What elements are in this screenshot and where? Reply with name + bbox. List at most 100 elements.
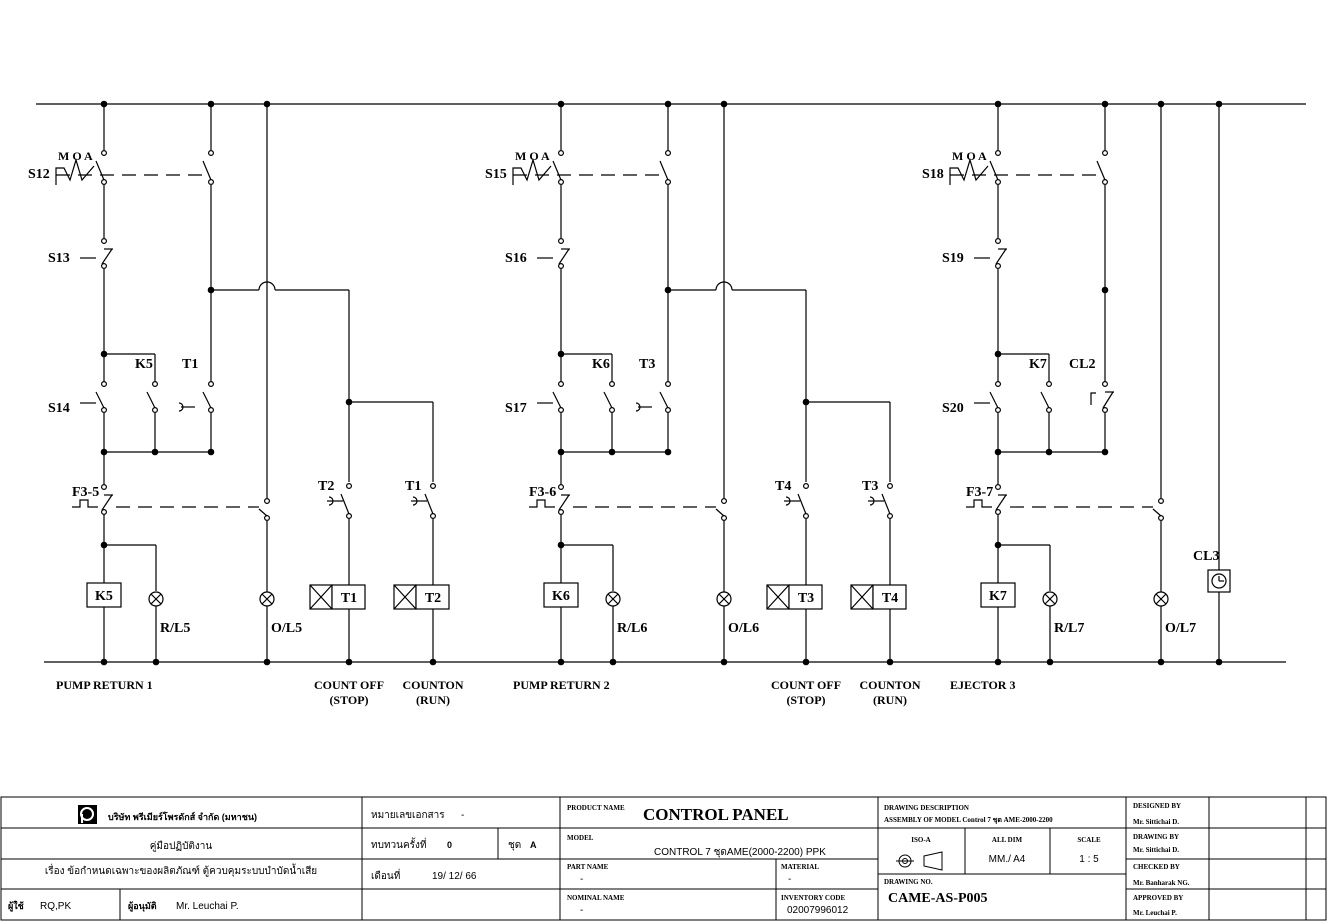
timer-a-contact-terminal-bottom bbox=[802, 512, 809, 519]
stop-contact-terminal-bottom bbox=[557, 263, 564, 270]
month-label: เดือนที่ bbox=[371, 868, 400, 882]
overload-contact-terminal-top bbox=[994, 484, 1001, 491]
bus-junction bbox=[152, 658, 160, 666]
branch-dot bbox=[557, 448, 565, 456]
motor-coil bbox=[980, 582, 1016, 608]
bus-junction bbox=[345, 658, 353, 666]
scale-label: SCALE bbox=[1077, 836, 1101, 844]
timer-a-coil bbox=[331, 584, 366, 610]
start-contact-terminal-top bbox=[994, 381, 1001, 388]
overload-lamp-label: O/L7 bbox=[1165, 621, 1196, 636]
branch-dot bbox=[207, 448, 215, 456]
overload-contact-blade bbox=[995, 494, 1007, 511]
run-lamp-cross-b bbox=[607, 593, 619, 605]
wires bbox=[36, 103, 1306, 663]
stop-contact-terminal-bottom bbox=[100, 263, 107, 270]
count-on-caption: COUNTON bbox=[402, 678, 463, 692]
branch-dot bbox=[1045, 448, 1053, 456]
timer-b-contact-timer-arc bbox=[412, 496, 418, 506]
drawing-desc-label: DRAWING DESCRIPTION bbox=[884, 804, 969, 812]
hold-contact-terminal-top bbox=[608, 381, 615, 388]
timer-b-contact-blade bbox=[424, 493, 434, 515]
selector-contact-b-terminal-bottom bbox=[664, 179, 671, 186]
timer-a-contact-label: T4 bbox=[775, 479, 791, 494]
overload-lamp-label: O/L5 bbox=[271, 621, 302, 636]
drawing-by-label: DRAWING BY bbox=[1133, 833, 1179, 841]
crossover-arc bbox=[715, 281, 733, 291]
branch-dot bbox=[100, 448, 108, 456]
selector-contact-b-blade bbox=[1096, 160, 1106, 181]
drawing-no-value: CAME-AS-P005 bbox=[888, 891, 988, 906]
rung-caption: PUMP RETURN 2 bbox=[513, 678, 610, 692]
approver-label: ผู้อนุมัติ bbox=[128, 901, 157, 912]
timer-b-coil-symbol-b bbox=[393, 584, 417, 610]
timer-a-coil-label: T1 bbox=[341, 591, 357, 606]
crossover-arc bbox=[258, 281, 276, 291]
doc-no-value: - bbox=[461, 810, 464, 821]
selector-contact-terminal-bottom bbox=[557, 179, 564, 186]
overload-symbol bbox=[529, 499, 555, 508]
start-contact-terminal-bottom bbox=[100, 407, 107, 414]
bus-junction bbox=[100, 658, 108, 666]
count-off-caption: COUNT OFF bbox=[771, 678, 841, 692]
title-block: บริษัท พรีเมียร์โพรดักส์ จำกัด (มหาชน)คู… bbox=[0, 796, 1327, 921]
bus-junction bbox=[720, 100, 728, 108]
bus-junction bbox=[557, 100, 565, 108]
branch-dot bbox=[1101, 286, 1109, 294]
bus-junction bbox=[263, 100, 271, 108]
timer-a-contact-blade bbox=[797, 493, 807, 515]
timer-b-coil-label: T4 bbox=[882, 591, 898, 606]
branch-dot bbox=[994, 350, 1002, 358]
overload-aux-contact-terminal-bottom bbox=[264, 514, 271, 521]
timer-b-contact-terminal-top bbox=[886, 483, 893, 490]
bus-junction bbox=[664, 100, 672, 108]
timer-contact-label: T3 bbox=[639, 357, 655, 372]
branch-dot bbox=[151, 448, 159, 456]
model-label: MODEL bbox=[567, 834, 594, 842]
bus-junction bbox=[100, 100, 108, 108]
timer-b-contact-terminal-bottom bbox=[430, 512, 437, 519]
hold-contact-terminal-top bbox=[1045, 381, 1052, 388]
run-lamp-cross-b bbox=[150, 593, 162, 605]
drawing-by-value: Mr. Sittichai D. bbox=[1133, 846, 1179, 854]
timer-b-contact-terminal-bottom bbox=[886, 512, 893, 519]
overload-label: F3-5 bbox=[72, 485, 99, 500]
count-on-sub: (RUN) bbox=[873, 693, 907, 707]
timer-contact-terminal-top bbox=[664, 381, 671, 388]
cl-actuator bbox=[1090, 392, 1096, 405]
start-contact-blade bbox=[989, 391, 999, 409]
branch-dot bbox=[994, 541, 1002, 549]
timer-contact-blade bbox=[202, 391, 212, 409]
selector-contact-terminal-top bbox=[994, 150, 1001, 157]
overload-contact-terminal-bottom bbox=[557, 509, 564, 516]
selector-contact-blade bbox=[95, 160, 105, 181]
selector-handle bbox=[949, 157, 989, 185]
inventory-code-value: 02007996012 bbox=[787, 905, 849, 916]
start-contact-terminal-top bbox=[557, 381, 564, 388]
start-contact-blade bbox=[552, 391, 562, 409]
checked-value: Mr. Banharak NG. bbox=[1133, 879, 1190, 887]
drawing-no-label: DRAWING NO. bbox=[884, 878, 933, 886]
selector-contact-b-terminal-top bbox=[1101, 150, 1108, 157]
hold-contact-label: K5 bbox=[135, 357, 153, 372]
branch-dot bbox=[557, 350, 565, 358]
hold-contact-blade bbox=[146, 391, 156, 409]
timer-a-coil-label: T3 bbox=[798, 591, 814, 606]
overload-aux-contact-blade bbox=[258, 508, 268, 517]
overload-contact-blade bbox=[558, 494, 570, 511]
overload-lamp-cross-b bbox=[718, 593, 730, 605]
timer-b-contact-timer-arc bbox=[869, 496, 875, 506]
stop-label: S16 bbox=[505, 251, 527, 266]
selector-positions: M O A bbox=[58, 149, 93, 163]
start-contact-terminal-bottom bbox=[994, 407, 1001, 414]
cl-contact-terminal-top bbox=[1101, 381, 1108, 388]
start-label: S17 bbox=[505, 401, 527, 416]
approved-value: Mr. Leuchai P. bbox=[1133, 909, 1177, 917]
stop-contact-terminal-bottom bbox=[994, 263, 1001, 270]
timer-a-contact-terminal-top bbox=[802, 483, 809, 490]
month-value: 19/ 12/ 66 bbox=[432, 871, 477, 882]
overload-aux-contact-terminal-top bbox=[720, 498, 727, 505]
run-lamp-cross-b bbox=[1044, 593, 1056, 605]
